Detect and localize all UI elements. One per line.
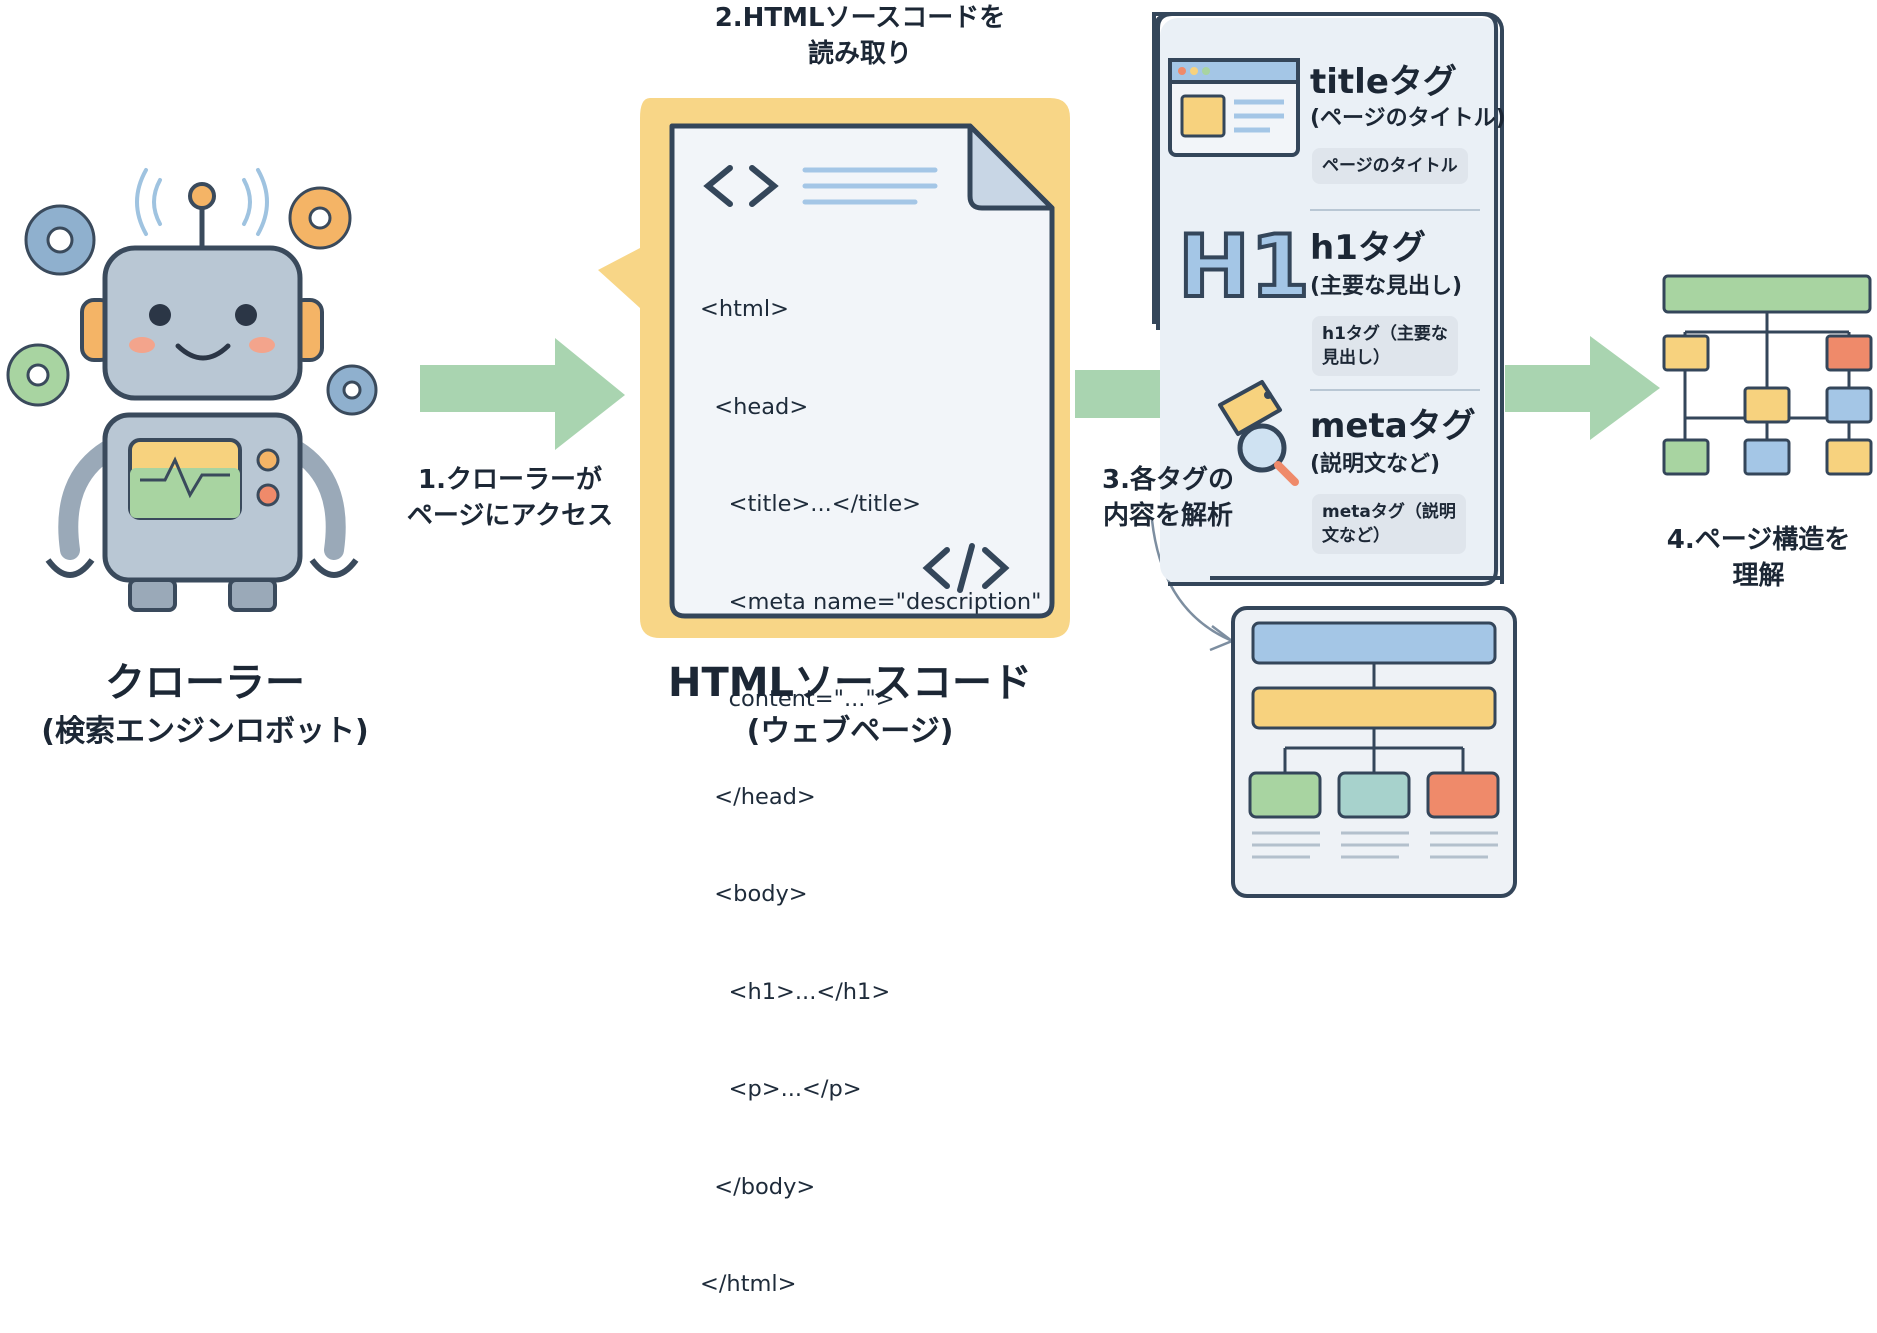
- html-document-icon: [598, 98, 1070, 638]
- browser-window-icon: [1168, 58, 1300, 157]
- gear-icon: [6, 343, 70, 407]
- code-line: content="...">: [700, 686, 895, 712]
- source-subtitle: (ウェブページ): [746, 714, 954, 749]
- code-line: <h1>...</h1>: [700, 978, 891, 1005]
- tags-panel-bottom-edge: [1210, 576, 1504, 580]
- arrow-crawler-to-source: [420, 338, 625, 450]
- dom-tree-icon: [1231, 606, 1517, 898]
- code-line: </head>: [700, 783, 816, 810]
- tag-meta-chip: metaタグ（説明 文など）: [1312, 494, 1466, 554]
- curved-arrow-head: [1209, 625, 1235, 652]
- tag-title-desc: (ページのタイトル): [1310, 106, 1506, 131]
- code-line: </body>: [700, 1173, 816, 1200]
- gear-icon: [288, 186, 352, 250]
- code-line: <head>: [700, 393, 809, 420]
- tag-title-chip: ページのタイトル: [1312, 148, 1468, 184]
- tag-magnifier-icon: [1218, 380, 1299, 486]
- tags-panel-left-edge: [1152, 12, 1156, 324]
- step-4-label: 4.ページ構造を 理解: [1666, 525, 1851, 591]
- source-title: HTMLソースコード: [667, 660, 1033, 706]
- step-2-label: 2.HTMLソースコードを 読み取り: [714, 3, 1006, 69]
- page-structure-icon: [1662, 274, 1873, 476]
- step-3-label: 3.各タグの 内容を解析: [1102, 465, 1234, 531]
- code-line: <meta name="description": [700, 588, 1042, 615]
- html-code-block: <html> <head> <title>...</title> <meta n…: [700, 228, 1041, 1333]
- tag-title-name: titleタグ: [1310, 62, 1457, 102]
- code-line: <p>...</p>: [700, 1076, 862, 1102]
- crawler-title: クローラー: [105, 660, 305, 706]
- code-line: <html>: [700, 296, 789, 322]
- tag-h1-desc: (主要な見出し): [1310, 274, 1463, 299]
- tag-h1-chip: h1タグ（主要な 見出し）: [1312, 316, 1458, 376]
- gear-icon: [326, 364, 378, 416]
- tag-meta-name: metaタグ: [1310, 406, 1476, 446]
- curved-arrow-to-dom: [1150, 519, 1231, 642]
- arrow-tags-to-structure: [1505, 336, 1660, 440]
- crawler-subtitle: (検索エンジンロボット): [41, 714, 369, 749]
- h1-text-icon: H1: [1176, 217, 1312, 317]
- gear-icon: [24, 204, 96, 276]
- step-1-label: 1.クローラーが ページにアクセス: [406, 465, 614, 531]
- tag-meta-desc: (説明文など): [1310, 452, 1441, 477]
- code-line: <body>: [700, 881, 808, 907]
- code-line: <title>...</title>: [700, 491, 922, 517]
- tag-h1-name: h1タグ: [1310, 228, 1426, 268]
- tags-panel-border: [1152, 12, 1504, 584]
- code-line: </html>: [700, 1271, 797, 1297]
- crawler-robot-icon: [6, 168, 378, 612]
